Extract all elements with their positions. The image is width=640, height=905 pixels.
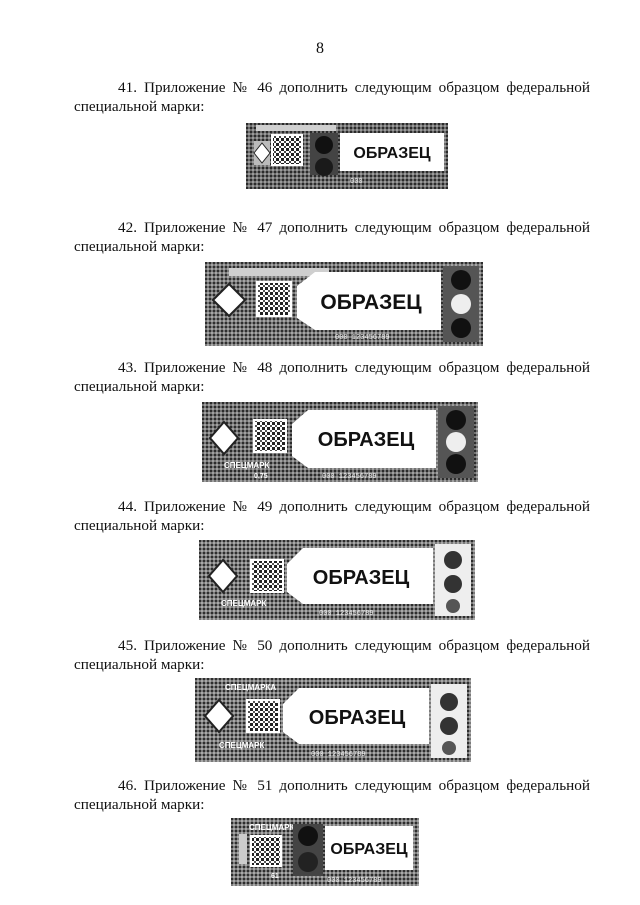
paragraph-line-1: 41. Приложение № 46 дополнить следующим … — [118, 79, 590, 96]
paragraph-44: 44. Приложение № 49 дополнить следующим … — [74, 497, 590, 535]
excise-stamp-sample-50: СПЕЦМАРКА СПЕЦМАРК ОБРАЗЕЦ 000 123456789 — [195, 678, 471, 762]
sample-label: ОБРАЗЕЦ — [318, 429, 415, 451]
page-number: 8 — [316, 40, 324, 57]
serial-number: 000 123456789 — [319, 610, 374, 618]
excise-stamp-sample-49: СПЕЦМАРК ОБРАЗЕЦ 000 123456789 — [199, 540, 475, 620]
paragraph-line-1: 42. Приложение № 47 дополнить следующим … — [118, 219, 590, 236]
paragraph-line-2: специальной марки: — [74, 98, 205, 115]
paragraph-line-2: специальной марки: — [74, 238, 205, 255]
paragraph-45: 45. Приложение № 50 дополнить следующим … — [74, 636, 590, 674]
paragraph-42: 42. Приложение № 47 дополнить следующим … — [74, 218, 590, 256]
sample-label: ОБРАЗЕЦ — [330, 841, 407, 858]
stamp-top-text: СПЕЦМАРКА — [225, 683, 276, 692]
volume-text: 0,75 — [254, 473, 268, 480]
paragraph-41: 41. Приложение № 46 дополнить следующим … — [74, 78, 590, 116]
volume-text: 61 — [271, 873, 279, 880]
paragraph-46: 46. Приложение № 51 дополнить следующим … — [74, 776, 590, 814]
excise-stamp-sample-47: ОБРАЗЕЦ 000 123456789 — [205, 262, 483, 346]
sample-label: ОБРАЗЕЦ — [353, 145, 430, 162]
paragraph-43: 43. Приложение № 48 дополнить следующим … — [74, 358, 590, 396]
serial-number: 000 — [350, 178, 363, 186]
stamp-side-text: СПЕЦМАРК — [219, 741, 264, 750]
paragraph-line-1: 43. Приложение № 48 дополнить следующим … — [118, 359, 590, 376]
paragraph-line-2: специальной марки: — [74, 378, 205, 395]
stamp-side-text: СПЕЦМАРК — [224, 461, 269, 470]
paragraph-line-1: 46. Приложение № 51 дополнить следующим … — [118, 777, 590, 794]
serial-number: 000 123456789 — [335, 334, 390, 342]
sample-label: ОБРАЗЕЦ — [309, 707, 406, 729]
serial-number: 000 123456789 — [322, 473, 377, 481]
excise-stamp-sample-48: СПЕЦМАРК 0,75 ОБРАЗЕЦ 000 123456789 — [202, 402, 478, 482]
serial-number: 000 123456789 — [311, 751, 366, 759]
excise-stamp-sample-51: СПЕЦМАРКА 61 ОБРАЗЕЦ 000 123456789 — [231, 818, 419, 886]
stamp-top-text: СПЕЦМАРКА — [249, 823, 300, 832]
paragraph-line-2: специальной марки: — [74, 656, 205, 673]
paragraph-line-1: 45. Приложение № 50 дополнить следующим … — [118, 637, 590, 654]
excise-stamp-sample-46: ОБРАЗЕЦ 000 — [246, 123, 448, 189]
paragraph-line-2: специальной марки: — [74, 517, 205, 534]
paragraph-line-1: 44. Приложение № 49 дополнить следующим … — [118, 498, 590, 515]
stamp-side-text: СПЕЦМАРК — [221, 599, 266, 608]
paragraph-line-2: специальной марки: — [74, 796, 205, 813]
serial-number: 000 123456789 — [327, 877, 382, 885]
sample-label: ОБРАЗЕЦ — [313, 567, 410, 589]
sample-label: ОБРАЗЕЦ — [320, 291, 422, 314]
